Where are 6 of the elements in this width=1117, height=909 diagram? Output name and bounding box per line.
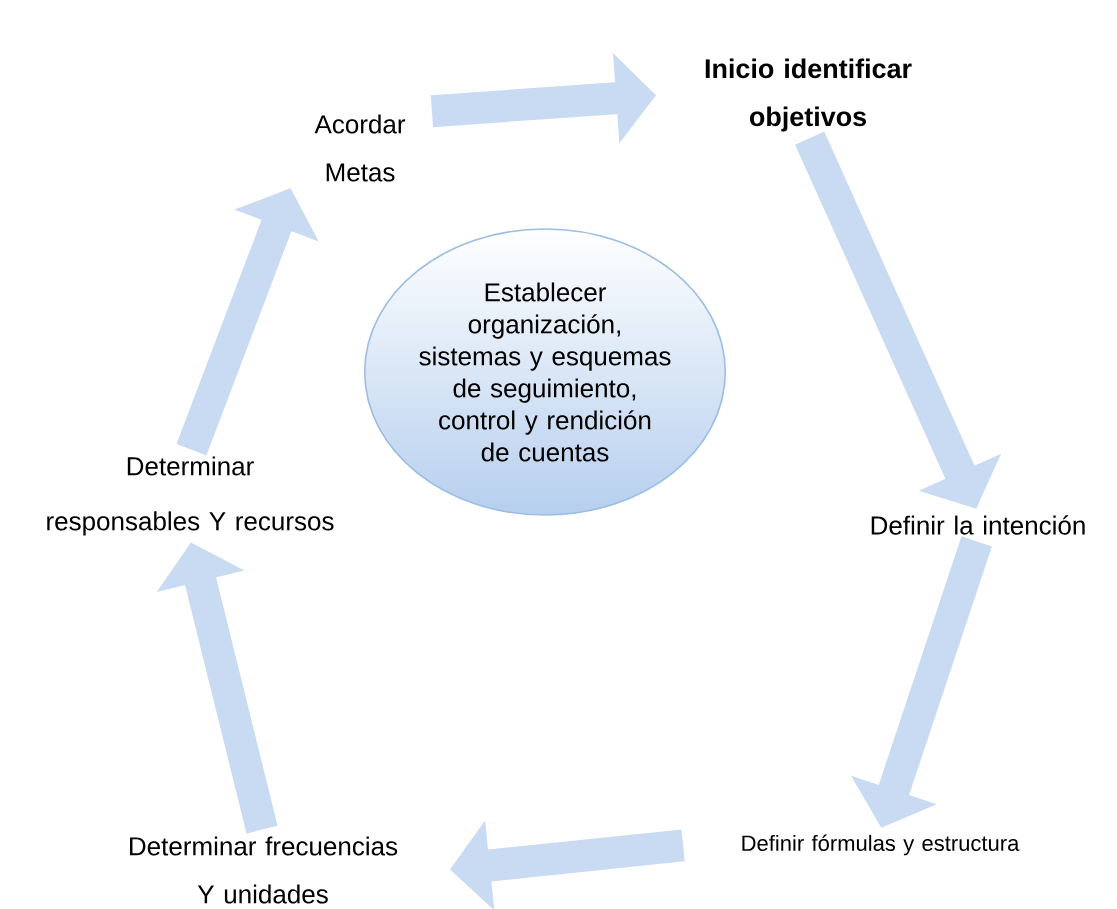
step-label: Inicio identificar objetivos xyxy=(705,58,912,132)
step-label: Definir la intención xyxy=(871,515,1085,535)
step-label: Determinar responsables Y recursos xyxy=(47,456,334,536)
step-label: Definir fórmulas y estructura xyxy=(742,834,1020,856)
step-label: Determinar frecuencias Y unidades xyxy=(130,836,398,904)
step-label: Acordar Metas xyxy=(314,114,406,182)
